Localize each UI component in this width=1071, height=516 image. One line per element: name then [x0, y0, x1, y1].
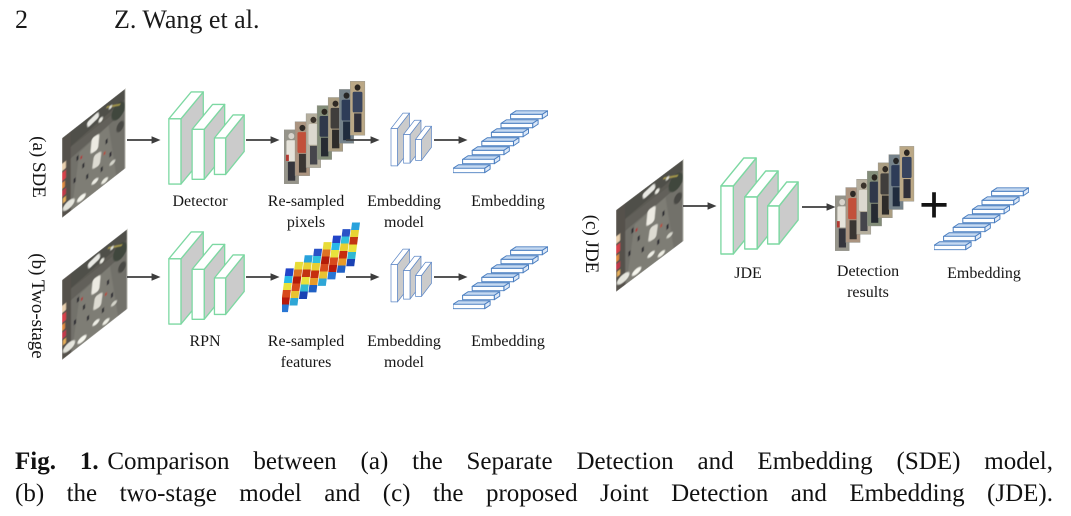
detection-results-label: Detection results [837, 261, 899, 303]
rpn-network-icon [167, 230, 247, 326]
caption-tag: Fig. 1. [15, 448, 99, 475]
arrow-icon [346, 135, 380, 145]
caption-line-1: Fig. 1. Comparison between (a) the Separa… [15, 446, 1053, 478]
resampled-features-label: Re-sampled features [268, 331, 344, 373]
embedding-vectors-icon [453, 104, 548, 174]
caption-line-2: (b) the two-stage model and (c) the prop… [15, 480, 1053, 507]
row-label-jde: (c) JDE [581, 214, 602, 274]
figure-caption: Fig. 1. Comparison between (a) the Separa… [15, 446, 1053, 510]
detection-results-image [835, 143, 917, 257]
arrow-icon [127, 272, 161, 282]
embedding-vectors-icon [934, 181, 1029, 251]
feature-map-strips-image [282, 219, 360, 314]
row-label-sde: (a) SDE [28, 136, 49, 198]
embedding-model-icon [390, 248, 433, 303]
row-label-two-stage: (b) Two-stage [27, 253, 48, 359]
resampled-pixels-label: Re-sampled pixels [268, 191, 344, 233]
arrow-icon [683, 201, 717, 211]
jde-network-icon [719, 156, 801, 256]
arrow-icon [346, 272, 380, 282]
embedding-label: Embedding [947, 265, 1021, 282]
label-line: Detection [836, 263, 900, 280]
arrow-icon [802, 202, 836, 212]
embedding-label: Embedding [471, 193, 545, 210]
arrow-icon [246, 272, 280, 282]
page-number: 2 [15, 5, 28, 34]
detector-label: Detector [172, 193, 228, 210]
embedding-vectors-icon [453, 240, 548, 310]
embedding-model-label: Embedding model [367, 331, 441, 373]
plus-icon: + [918, 174, 950, 235]
person-crops-image [284, 78, 368, 190]
label-line: features [280, 354, 332, 371]
arrow-icon [246, 135, 280, 145]
detector-network-icon [167, 90, 247, 186]
arrow-icon [127, 135, 161, 145]
street-scene-image [62, 87, 126, 219]
street-scene-image [62, 228, 128, 360]
embedding-model-icon [390, 112, 433, 167]
label-line: model [383, 354, 424, 371]
embedding-label: Embedding [471, 333, 545, 350]
label-line: Embedding [367, 333, 441, 350]
caption-text: Comparison between (a) the Separate Dete… [107, 448, 1053, 475]
label-line: pixels [286, 214, 326, 231]
rpn-label: RPN [189, 333, 221, 350]
running-title: Z. Wang et al. [114, 5, 260, 34]
label-line: results [847, 284, 889, 301]
label-line: model [383, 214, 424, 231]
jde-label: JDE [734, 265, 762, 282]
label-line: Re-sampled [267, 333, 345, 350]
label-line: Re-sampled [267, 193, 345, 210]
street-scene-image [616, 158, 684, 292]
label-line: Embedding [367, 193, 441, 210]
embedding-model-label: Embedding model [367, 191, 441, 233]
